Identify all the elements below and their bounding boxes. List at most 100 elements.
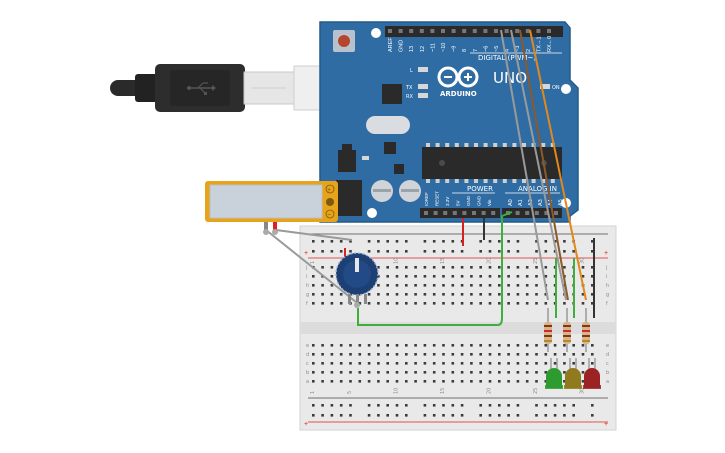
svg-text:+: + (604, 250, 608, 257)
reset-button[interactable] (333, 30, 355, 52)
digital-pin-label: AREF (388, 37, 394, 52)
column-label: 1 (310, 261, 316, 264)
svg-text:TX: TX (405, 85, 413, 91)
digital-pin-8[interactable] (472, 29, 477, 33)
resistors[interactable] (544, 308, 590, 352)
power-pin-label: Vin (487, 199, 492, 206)
row-label-right: f (606, 301, 608, 307)
row-label-left: b (306, 370, 309, 376)
svg-text:+: + (604, 421, 608, 428)
digital-pin-9[interactable] (483, 29, 488, 33)
analog-pin-label: A3 (538, 199, 544, 206)
digital-pin-label: 7 (473, 49, 479, 52)
digital-pin-3[interactable] (419, 29, 424, 33)
digital-pin-label: ~10 (441, 43, 447, 52)
row-label-left: j (305, 265, 307, 271)
potentiometer-knob-icon[interactable] (335, 252, 379, 296)
digital-pin-2[interactable] (409, 29, 414, 33)
digital-pin-5[interactable] (441, 29, 445, 33)
column-label: 30 (580, 258, 586, 264)
voltage-regulator (338, 150, 356, 172)
digital-pin-12[interactable] (515, 29, 520, 33)
row-label-left: c (306, 361, 309, 367)
led-yellow[interactable] (564, 358, 582, 389)
digital-pin-6[interactable] (451, 29, 456, 33)
power-pin-label: IOREF (424, 192, 429, 206)
led-red[interactable] (583, 358, 601, 389)
digital-pin-7[interactable] (462, 29, 467, 33)
column-label: 1 (310, 391, 316, 394)
wire-brown (519, 29, 569, 301)
row-label-right: d (606, 352, 609, 358)
digital-pin-label: ~6 (483, 46, 489, 52)
resistor-3[interactable] (582, 308, 590, 352)
row-label-right: a (606, 379, 609, 385)
analog-pin-label: A5 (558, 199, 564, 206)
digital-label: DIGITAL (PWM~) (478, 54, 536, 62)
piezo-buzzer[interactable]: + − (205, 181, 338, 235)
digital-pin-15[interactable] (547, 29, 551, 33)
digital-pin-label: ~3 (515, 46, 521, 52)
column-label: 20 (487, 388, 493, 394)
digital-pin-label: 8 (462, 49, 468, 52)
analog-pin-label: A1 (518, 199, 524, 206)
capacitors (371, 180, 421, 202)
power-jack (336, 180, 362, 216)
breadboard-holes[interactable] (312, 240, 594, 417)
power-pin-label: RESET (435, 191, 440, 206)
column-label: 10 (394, 388, 400, 394)
digital-header-pins (388, 29, 551, 33)
row-label-left: f (306, 301, 308, 307)
power-label: POWER (467, 185, 493, 193)
row-label-left: a (306, 379, 309, 385)
column-label: 25 (533, 258, 539, 264)
svg-text:+: + (304, 250, 308, 257)
row-label-right: b (606, 370, 609, 376)
digital-pin-label: ~9 (452, 46, 458, 52)
svg-text:ON: ON (552, 85, 560, 91)
power-pin-label: GND (477, 195, 482, 206)
digital-pin-4[interactable] (430, 29, 435, 33)
column-label: 5 (347, 391, 353, 394)
usb-icon (187, 82, 216, 95)
digital-pin-label: 12 (420, 46, 426, 52)
row-label-left: e (306, 343, 309, 349)
digital-pin-label: 4 (505, 49, 511, 52)
resistor-1[interactable] (544, 308, 552, 352)
wire-gray-1 (500, 29, 549, 301)
power-pin-label: 5V (456, 200, 461, 206)
power-header[interactable] (420, 208, 500, 218)
digital-pin-label: RX←0 (547, 36, 553, 52)
digital-pin-label: 13 (409, 46, 415, 52)
digital-pin-11[interactable] (504, 29, 509, 33)
column-label: 25 (533, 388, 539, 394)
digital-pin-0[interactable] (388, 29, 392, 33)
digital-pin-label: 2 (526, 49, 532, 52)
analog-label: ANALOG IN (518, 185, 557, 193)
svg-text:RX: RX (406, 94, 413, 100)
row-label-right: c (606, 361, 609, 367)
row-label-right: g (606, 292, 609, 298)
digital-pin-label: GND (399, 40, 405, 52)
brand-text: ARDUINO (440, 90, 477, 98)
leds[interactable] (545, 358, 601, 389)
analog-pin-label: A0 (508, 199, 514, 206)
digital-pin-14[interactable] (536, 29, 541, 33)
led-green[interactable] (545, 358, 563, 389)
digital-pin-13[interactable] (525, 29, 530, 33)
row-label-right: e (606, 343, 609, 349)
resistor-2[interactable] (563, 308, 571, 352)
wires[interactable] (265, 29, 595, 326)
digital-pin-1[interactable] (398, 29, 403, 33)
column-label: 20 (487, 258, 493, 264)
digital-pin-label: ~5 (494, 46, 500, 52)
piezo-plus: + (327, 187, 331, 194)
piezo-minus: − (327, 212, 331, 219)
digital-pin-10[interactable] (494, 29, 498, 33)
wire-pot-green (357, 211, 513, 326)
potentiometer[interactable] (335, 248, 379, 308)
